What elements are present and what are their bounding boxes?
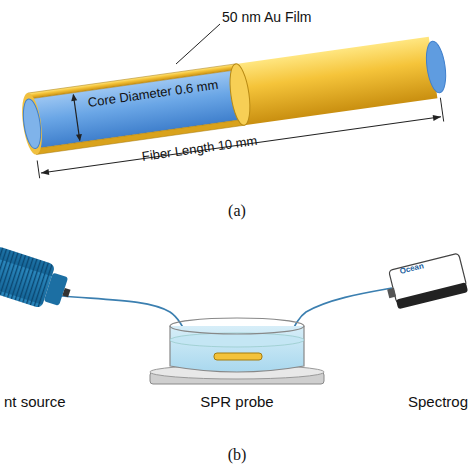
panel-label: (a) [228, 202, 246, 220]
device-label: SPR probe [200, 394, 273, 411]
part-label: 50 nm Au Film [222, 10, 311, 25]
device-label: Spectrog [408, 394, 468, 411]
panel-label: (b) [228, 446, 247, 464]
device-label: nt source [4, 394, 66, 411]
dimension-label: Fiber Length 10 mm [141, 134, 258, 164]
